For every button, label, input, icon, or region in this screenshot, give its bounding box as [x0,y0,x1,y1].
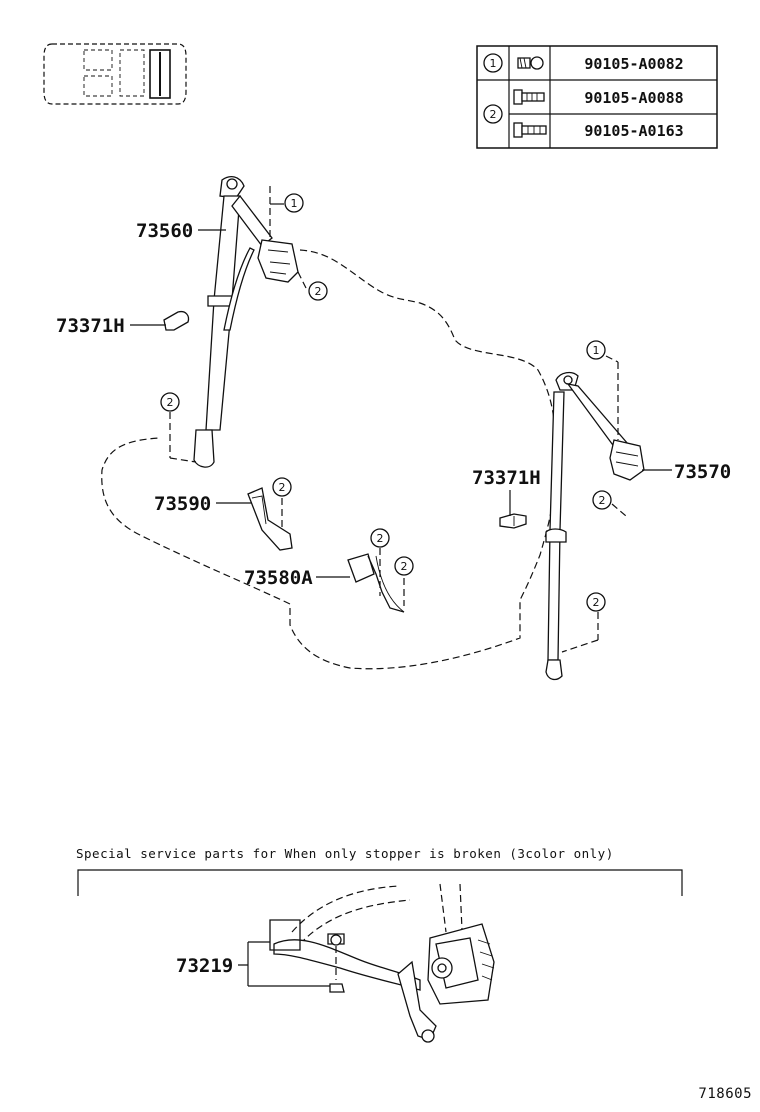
callout-1: 1 [586,340,606,360]
svg-text:2: 2 [490,108,497,121]
svg-text:1: 1 [593,344,600,357]
center-buckle-73580a [347,553,405,613]
diagram-id: 718605 [698,1086,752,1102]
table-ref-1: 1 [483,53,503,73]
callout-2: 2 [160,392,180,412]
flange-bolt-icon [513,89,545,105]
label-73560: 73560 [136,220,193,242]
label-73371h-right: 73371H [472,467,541,489]
table-ref-2: 2 [483,104,503,124]
right-seat-belt-assembly [545,355,645,681]
svg-text:1: 1 [490,57,497,70]
callout-2: 2 [308,281,328,301]
table-part-number: 90105-A0088 [584,89,683,107]
seat-back-outline [101,249,556,670]
left-belt-guide [163,310,190,331]
callout-2: 2 [394,556,414,576]
svg-text:2: 2 [401,560,408,573]
svg-text:1: 1 [291,197,298,210]
special-service-note: Special service parts for When only stop… [76,846,614,861]
bolt-table: 1 2 90105-A0082 90105-A0088 90105-A0163 [476,45,718,149]
svg-text:2: 2 [599,494,606,507]
callout-1: 1 [284,193,304,213]
long-flange-bolt-icon [513,122,547,138]
svg-text:2: 2 [593,596,600,609]
label-73371h-left: 73371H [56,315,125,337]
callout-2: 2 [272,477,292,497]
svg-text:2: 2 [167,396,174,409]
table-part-number: 90105-A0082 [584,55,683,73]
svg-text:2: 2 [377,532,384,545]
label-73580a: 73580A [244,567,313,589]
bolt-icon [517,56,544,70]
vehicle-locator-icon [43,43,187,105]
label-73219: 73219 [176,955,233,977]
label-73570: 73570 [674,461,731,483]
svg-text:2: 2 [279,481,286,494]
callout-2: 2 [592,490,612,510]
left-seat-belt-assembly [169,175,307,468]
stopper-detail [269,883,495,1043]
table-part-number: 90105-A0163 [584,122,683,140]
label-73590: 73590 [154,493,211,515]
right-belt-guide [499,513,527,529]
buckle-73590 [247,487,293,551]
callout-2: 2 [586,592,606,612]
callout-2: 2 [370,528,390,548]
svg-text:2: 2 [315,285,322,298]
